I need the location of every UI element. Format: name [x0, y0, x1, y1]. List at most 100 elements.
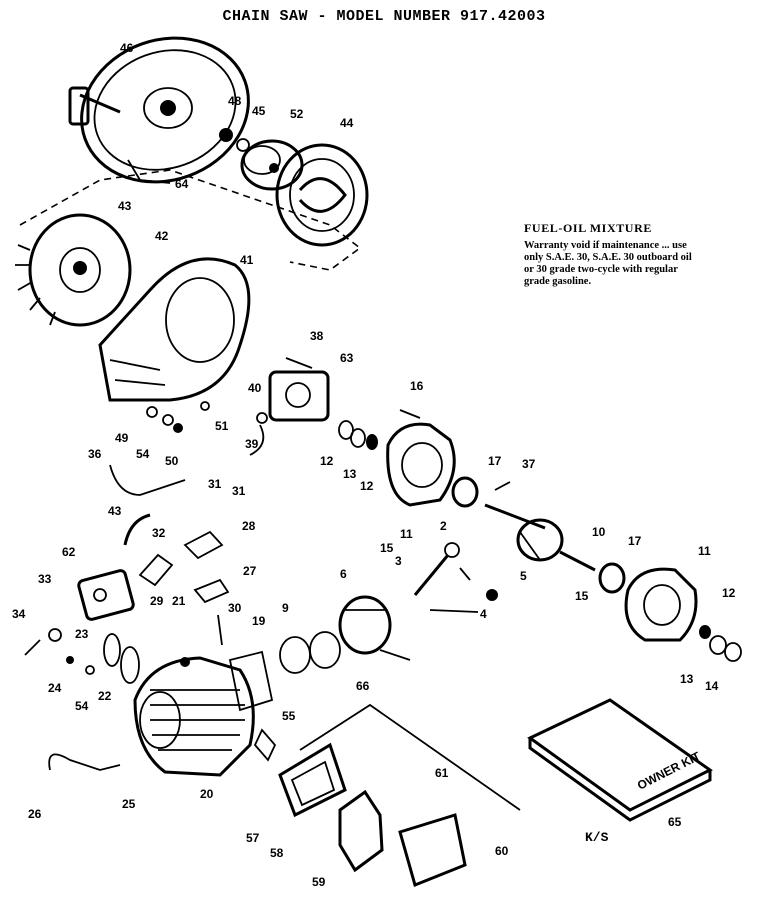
- label-45: 45: [252, 104, 266, 118]
- wire-26: [48, 753, 121, 771]
- label-64: 64: [175, 177, 189, 191]
- label-20: 20: [200, 787, 214, 801]
- label-10: 10: [592, 525, 606, 539]
- label-25: 25: [122, 797, 136, 811]
- label-51: 51: [215, 419, 229, 433]
- cover-60: [398, 813, 467, 888]
- label-44: 44: [340, 116, 354, 130]
- label-65: 65: [668, 815, 682, 829]
- note-body: Warranty void if maintenance ... use onl…: [524, 240, 692, 287]
- muffler-57: [278, 742, 347, 818]
- starter-housing: [68, 36, 250, 184]
- bolts: [24, 614, 223, 675]
- label-12c: 12: [722, 586, 736, 600]
- label-21: 21: [172, 594, 186, 608]
- label-13a: 13: [343, 467, 357, 481]
- small-parts-left: [146, 401, 268, 433]
- label-52: 52: [290, 107, 304, 121]
- note-heading: FUEL-OIL MIXTURE: [524, 221, 652, 235]
- label-6: 6: [340, 567, 347, 581]
- label-9: 9: [282, 601, 289, 615]
- owner-kit-box: OWNER KIT: [527, 698, 713, 822]
- label-5: 5: [520, 569, 527, 583]
- carburetor-63: [249, 357, 330, 456]
- label-17a: 17: [488, 454, 502, 468]
- label-27: 27: [243, 564, 257, 578]
- label-37: 37: [522, 457, 536, 471]
- label-61: 61: [435, 766, 449, 780]
- crankcase-half-11-lower: [624, 567, 698, 642]
- fuel-line-39: [109, 464, 186, 496]
- strip-43: [123, 513, 151, 546]
- cylinder-20: [133, 656, 255, 777]
- label-17b: 17: [628, 534, 642, 548]
- bearing-seals-upper: [338, 420, 378, 450]
- fuel-tank-62: [77, 569, 135, 621]
- label-66: 66: [356, 679, 370, 693]
- piston-6: [338, 595, 411, 661]
- plate-59: [338, 789, 384, 873]
- label-19: 19: [252, 614, 266, 628]
- gaskets: [103, 633, 277, 762]
- label-46: 46: [120, 41, 134, 55]
- bearing-17-upper: [451, 476, 479, 508]
- label-11b: 11: [698, 544, 711, 558]
- label-31b: 31: [232, 484, 246, 498]
- flywheel-43: [15, 213, 132, 327]
- fan-housing-41: [98, 257, 251, 402]
- label-60: 60: [495, 844, 509, 858]
- label-3: 3: [395, 554, 402, 568]
- label-39: 39: [245, 437, 259, 451]
- label-54: 54: [136, 447, 150, 461]
- label-54b: 54: [75, 699, 89, 713]
- fuel-oil-note: FUEL-OIL MIXTURE Warranty void if mainte…: [524, 222, 692, 288]
- bearing-17-lower: [598, 562, 626, 594]
- pulley-52: [240, 139, 304, 191]
- label-22: 22: [98, 689, 112, 703]
- crankcase-half-11-upper: [386, 409, 456, 507]
- label-38: 38: [310, 329, 324, 343]
- ks-label: K/S: [585, 830, 609, 845]
- box-label: OWNER KIT: [635, 749, 703, 793]
- label-4: 4: [480, 607, 487, 621]
- label-24: 24: [48, 681, 62, 695]
- label-26: 26: [28, 807, 42, 821]
- label-59: 59: [312, 875, 326, 889]
- bracket-66: [299, 703, 521, 811]
- label-32: 32: [152, 526, 166, 540]
- label-12a: 12: [320, 454, 334, 468]
- label-23: 23: [75, 627, 89, 641]
- carb-adapter-plates: [138, 530, 230, 604]
- label-13b: 13: [680, 672, 694, 686]
- label-11a: 11: [400, 527, 413, 541]
- label-15b: 15: [575, 589, 589, 603]
- connecting-rod-parts: [413, 542, 498, 613]
- seals-lower: [699, 625, 742, 662]
- diagram-title: CHAIN SAW - MODEL NUMBER 917.42003: [222, 8, 546, 25]
- label-36: 36: [88, 447, 102, 461]
- label-62: 62: [62, 545, 76, 559]
- label-28: 28: [242, 519, 256, 533]
- label-16: 16: [410, 379, 424, 393]
- pin-37: [494, 481, 511, 491]
- label-49: 49: [115, 431, 129, 445]
- label-48: 48: [228, 94, 242, 108]
- label-43b: 43: [108, 504, 122, 518]
- label-55: 55: [282, 709, 296, 723]
- label-31a: 31: [208, 477, 222, 491]
- label-2: 2: [440, 519, 447, 533]
- label-12b: 12: [360, 479, 374, 493]
- piston-rings-9: [279, 631, 341, 674]
- rewind-spring-44: [275, 143, 369, 247]
- part-labels: 46 48 45 52 44 64 43 42 41 38 63 16 40 4…: [12, 41, 736, 889]
- label-43: 43: [118, 199, 132, 213]
- label-42: 42: [155, 229, 169, 243]
- label-40: 40: [248, 381, 262, 395]
- label-50: 50: [165, 454, 179, 468]
- label-58: 58: [270, 846, 284, 860]
- label-30: 30: [228, 601, 242, 615]
- label-33: 33: [38, 572, 52, 586]
- label-14: 14: [705, 679, 719, 693]
- label-15a: 15: [380, 541, 394, 555]
